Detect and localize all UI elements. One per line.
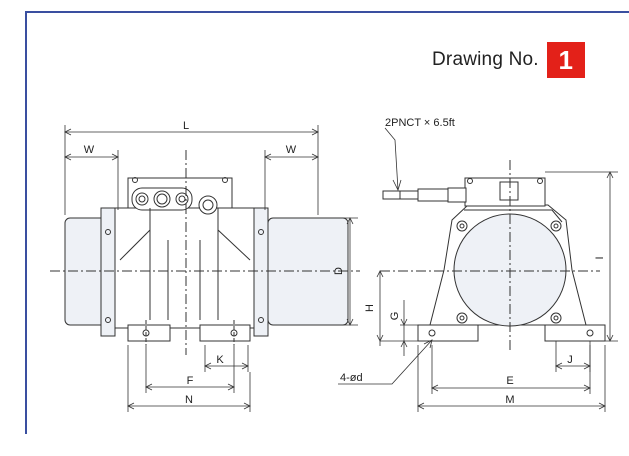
front-view-dimensions [338, 127, 618, 412]
dim-D: D [333, 267, 345, 275]
dimension-labels: L W W D F K N H G I E J M 4-ød 2PNCT × 6… [84, 117, 606, 406]
side-view-dimensions [64, 125, 358, 412]
side-view [50, 150, 360, 355]
drawing-header: Drawing No. 1 [432, 42, 585, 78]
cable-note: 2PNCT × 6.5ft [385, 117, 455, 129]
dim-M: M [505, 394, 514, 406]
dim-H: H [364, 304, 376, 312]
dim-N: N [185, 394, 193, 406]
dim-F: F [187, 375, 194, 387]
drawing-label: Drawing No. [432, 49, 539, 70]
front-view [380, 160, 606, 350]
dim-W-left: W [84, 144, 95, 156]
dim-K: K [216, 354, 224, 366]
dim-I: I [594, 256, 606, 259]
dim-E: E [506, 375, 513, 387]
dim-G: G [389, 312, 401, 321]
drawing-number-badge: 1 [546, 42, 585, 78]
dim-J: J [567, 354, 573, 366]
dim-W-right: W [286, 144, 297, 156]
dim-L: L [183, 120, 189, 132]
frame-border [25, 11, 629, 434]
hole-note: 4-ød [340, 372, 363, 384]
